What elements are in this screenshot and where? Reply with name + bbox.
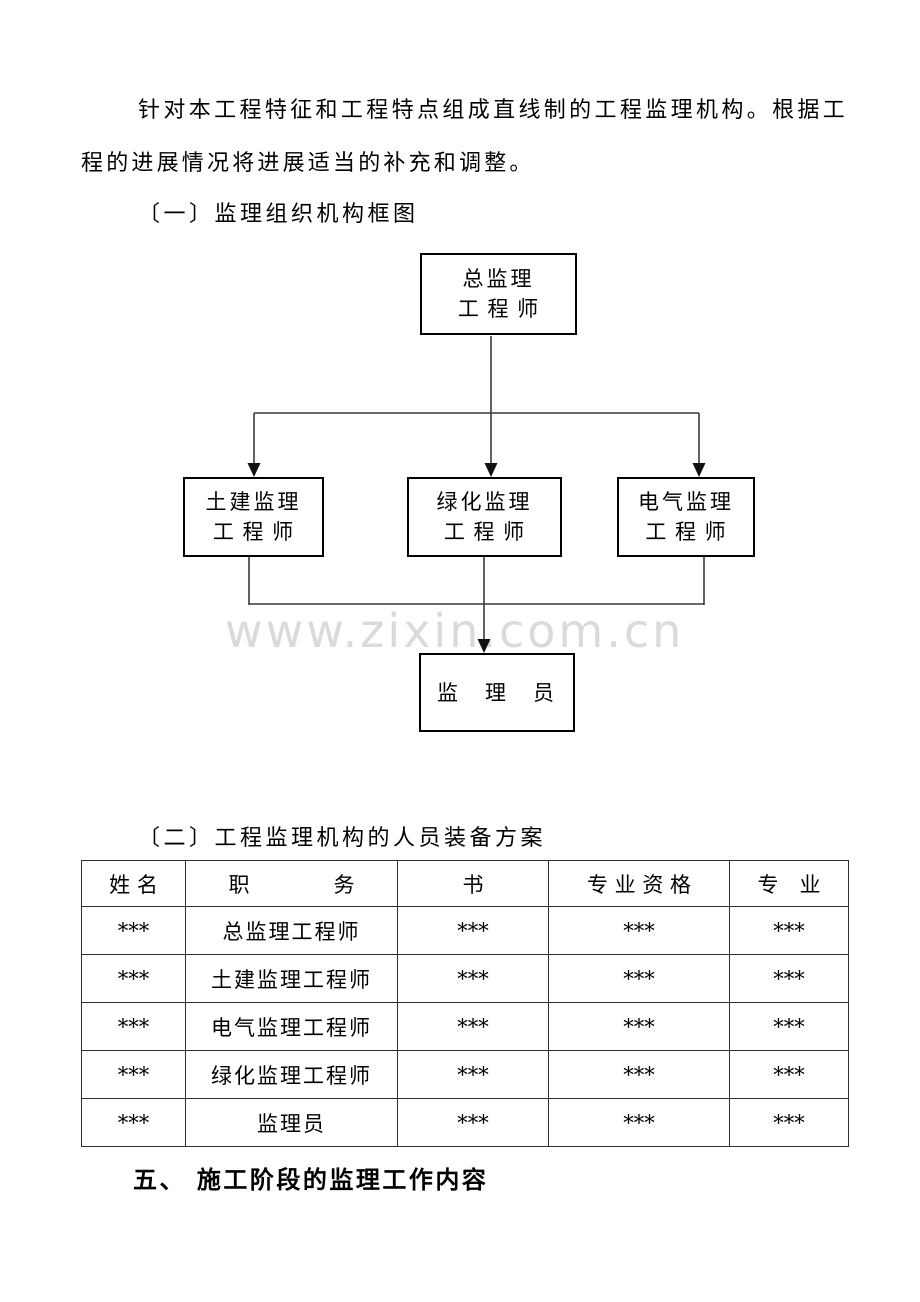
arrowheads xyxy=(247,463,706,653)
table-row: *** 土建监理工程师 *** *** *** xyxy=(81,954,849,1003)
watermark-text: www.zixin.com.cn xyxy=(225,604,685,658)
cell-duty: 监理员 xyxy=(185,1098,398,1147)
col-header-duty: 职 务 xyxy=(185,860,398,907)
cell-name: *** xyxy=(81,954,186,1003)
col-header-name: 姓 名 xyxy=(81,860,186,907)
node-label: 电气监理 xyxy=(638,490,734,514)
table-row: *** 总监理工程师 *** *** *** xyxy=(81,906,849,955)
cell-qualification: *** xyxy=(548,906,730,955)
cell-name: *** xyxy=(81,1002,186,1051)
org-node-civil-engineer: 土建监理 工 程 师 xyxy=(183,477,324,557)
cell-duty: 土建监理工程师 xyxy=(185,954,398,1003)
cell-qualification: *** xyxy=(548,954,730,1003)
section-heading-two: 〔二〕工程监理机构的人员装备方案 xyxy=(138,826,547,851)
cell-certificate: *** xyxy=(397,1050,549,1099)
node-label: 工 程 师 xyxy=(457,297,540,321)
personnel-table: 姓 名 职 务 书 专 业 资 格 专 业 *** 总监理工程师 *** ***… xyxy=(81,860,849,1147)
body-paragraph: 针对本工程特征和工程特点组成直线制的工程监理机构。根据工程的进展情况将进展适当的… xyxy=(81,98,848,176)
cell-specialty: *** xyxy=(729,954,849,1003)
node-label: 监 理 员 xyxy=(437,680,557,705)
cell-specialty: *** xyxy=(729,1002,849,1051)
cell-duty: 总监理工程师 xyxy=(185,906,398,955)
node-label: 工 程 师 xyxy=(645,520,727,544)
cell-qualification: *** xyxy=(548,1050,730,1099)
cell-name: *** xyxy=(81,1050,186,1099)
col-header-certificate: 书 xyxy=(397,860,549,907)
cell-duty: 电气监理工程师 xyxy=(185,1002,398,1051)
cell-duty: 绿化监理工程师 xyxy=(185,1050,398,1099)
org-node-greening-engineer: 绿化监理 工 程 师 xyxy=(407,477,562,557)
cell-specialty: *** xyxy=(729,1050,849,1099)
table-row: *** 电气监理工程师 *** *** *** xyxy=(81,1002,849,1051)
org-node-supervisor: 监 理 员 xyxy=(419,653,575,732)
table-header-row: 姓 名 职 务 书 专 业 资 格 专 业 xyxy=(81,860,849,907)
cell-certificate: *** xyxy=(397,906,549,955)
node-label: 土建监理 xyxy=(205,490,302,514)
cell-certificate: *** xyxy=(397,954,549,1003)
section-heading-five: 五、 施工阶段的监理工作内容 xyxy=(133,1165,489,1194)
col-header-specialty: 专 业 xyxy=(729,860,849,907)
node-label: 绿化监理 xyxy=(436,490,533,514)
col-header-qualification: 专 业 资 格 xyxy=(548,860,730,907)
cell-certificate: *** xyxy=(397,1002,549,1051)
cell-name: *** xyxy=(81,1098,186,1147)
cell-specialty: *** xyxy=(729,906,849,955)
table-row: *** 绿化监理工程师 *** *** *** xyxy=(81,1050,849,1099)
cell-qualification: *** xyxy=(548,1098,730,1147)
node-label: 工 程 师 xyxy=(443,520,526,544)
cell-name: *** xyxy=(81,906,186,955)
table-row: *** 监理员 *** *** *** xyxy=(81,1098,849,1147)
org-node-chief-engineer: 总监理 工 程 师 xyxy=(420,253,577,335)
cell-qualification: *** xyxy=(548,1002,730,1051)
cell-certificate: *** xyxy=(397,1098,549,1147)
section-heading-one: 〔一〕监理组织机构框图 xyxy=(138,202,419,227)
cell-specialty: *** xyxy=(729,1098,849,1147)
node-label: 工 程 师 xyxy=(212,520,295,544)
org-node-electrical-engineer: 电气监理 工 程 师 xyxy=(617,477,755,557)
node-label: 总监理 xyxy=(462,267,535,291)
